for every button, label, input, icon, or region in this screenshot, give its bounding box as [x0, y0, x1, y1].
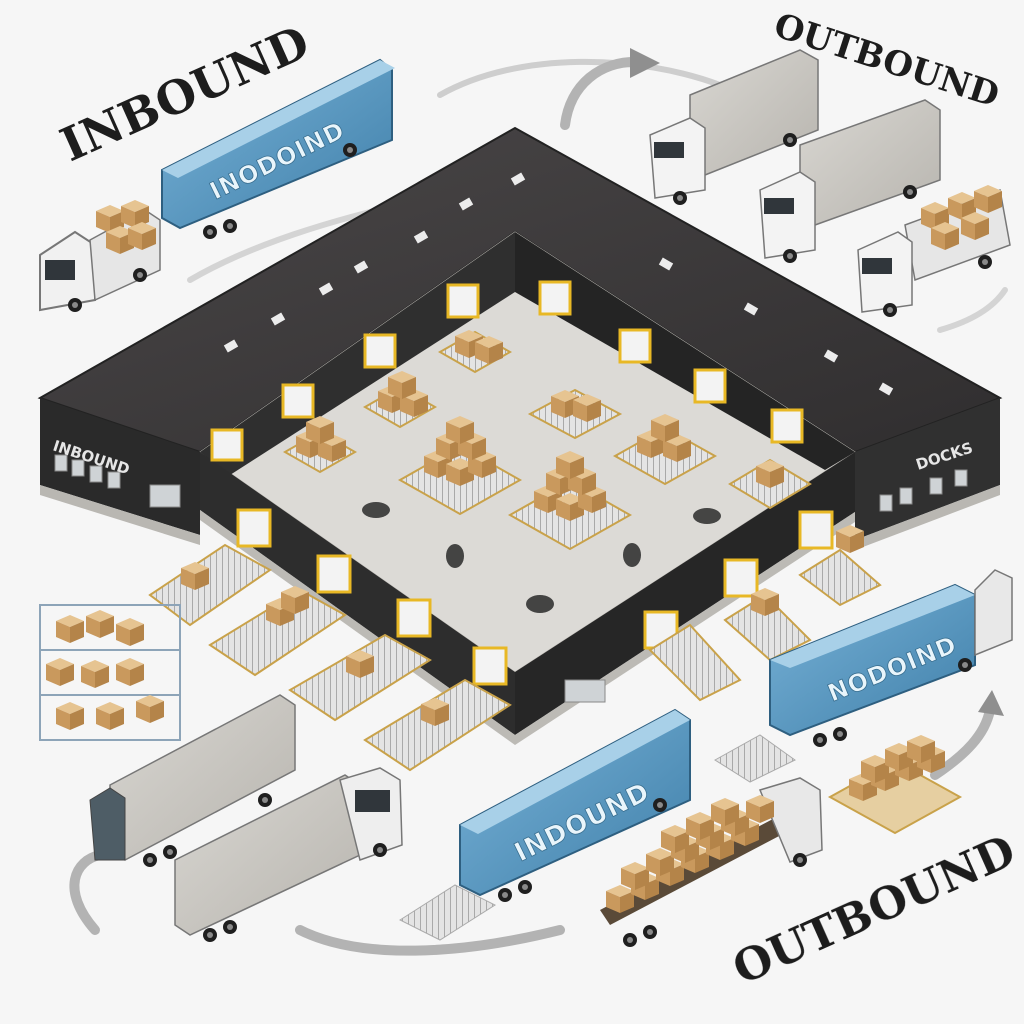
flow-arrow-top-swoosh: [437, 58, 723, 98]
pallet-stack: [527, 388, 623, 440]
inner-wall-left: [200, 232, 515, 475]
front-wall-right: [515, 452, 855, 735]
arrow-head-top: [630, 48, 660, 78]
pallet-stack: [362, 371, 438, 429]
truck-bottom-left-2: [174, 767, 403, 942]
truck-flatbed-top-right: [857, 185, 1011, 317]
dock-door: [281, 383, 315, 419]
storage-rack: [39, 604, 181, 741]
dock-door: [723, 558, 759, 598]
wall-windows: [54, 454, 968, 703]
truck-outbound-top-right-1: [649, 49, 819, 205]
inner-wall-right: [515, 232, 855, 470]
dock-door: [770, 408, 804, 444]
dock-door: [210, 428, 244, 462]
truck-bottom-left-1: [89, 694, 296, 867]
pallet-stack: [282, 416, 358, 474]
pallet-stack: [507, 451, 633, 551]
label-outbound-bottom-right: OUTBOUND: [726, 825, 1023, 995]
dock-doors-inner: [210, 280, 804, 462]
dock-door: [538, 280, 572, 316]
dock-door: [798, 510, 834, 550]
dock-door: [316, 554, 352, 594]
flow-arrow-top: [560, 56, 645, 130]
dock-door: [363, 333, 397, 369]
flow-swoosh-right: [937, 287, 1008, 333]
flow-arrows: [69, 56, 1008, 956]
flow-arrow-right: [930, 705, 995, 780]
truck-inbound-bottom: INDOUND: [459, 708, 691, 902]
front-wall-left: [200, 452, 515, 735]
pallet-stack: [728, 458, 812, 510]
flow-arrow-bottom-swoosh: [295, 925, 565, 956]
arrow-heads: [630, 48, 1004, 716]
foundation-right: [855, 485, 1000, 550]
foundation-left: [40, 485, 200, 545]
floor-stains: [362, 502, 721, 613]
warehouse-building: INBOUND DOCKS: [37, 126, 1003, 772]
dock-door: [472, 646, 508, 686]
pallet-stack: [612, 414, 718, 486]
truck-flatbed-bottom: [600, 777, 823, 947]
ramp-mat-right: [714, 734, 796, 783]
pallet-stack: [397, 416, 523, 516]
truck-flatbed-top-left: [39, 200, 161, 312]
dock-ramp: [798, 548, 882, 607]
arrow-head-right: [978, 690, 1004, 716]
pallet-stack: [437, 330, 513, 374]
truck-outbound-top-right-2: [759, 99, 941, 263]
roof-skylights: [223, 172, 894, 396]
dock-door: [693, 368, 727, 404]
dock-door: [236, 508, 272, 548]
interior-pallets: [282, 330, 812, 551]
dock-ramp: [648, 623, 742, 702]
dock-door: [396, 598, 432, 638]
truck-inbound-right: NODOIND: [769, 569, 1013, 747]
pallet-right: [827, 735, 963, 835]
dock-door: [618, 328, 652, 364]
dock-door: [446, 283, 480, 319]
flow-arrow-bottom-left: [69, 850, 105, 935]
ramp-mat-bottom: [398, 884, 497, 941]
